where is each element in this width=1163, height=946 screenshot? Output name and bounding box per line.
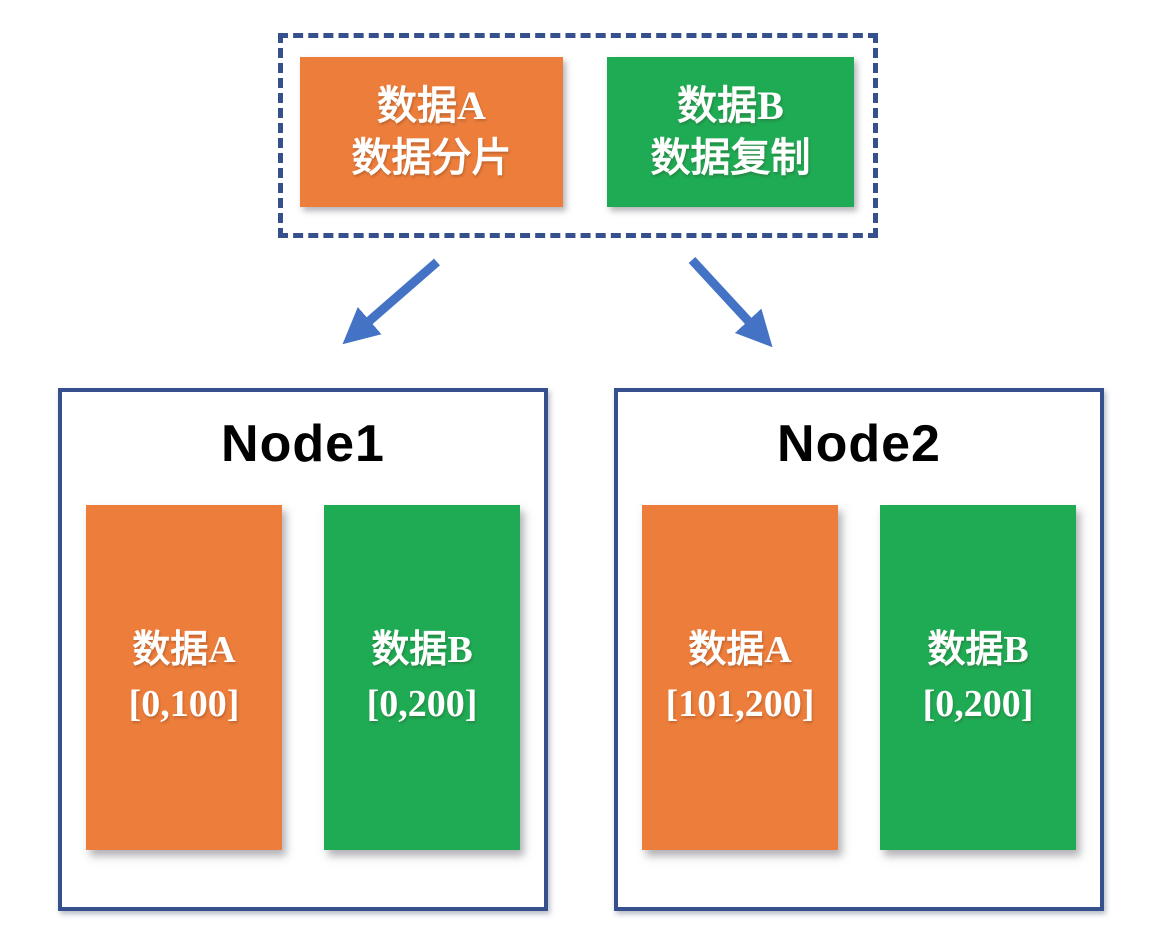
node2-data-a-block: 数据A [101,200] <box>642 505 838 850</box>
node1-container: Node1 数据A [0,100] 数据B [0,200] <box>58 388 548 911</box>
block-range: [0,200] <box>922 682 1034 725</box>
node2-container: Node2 数据A [101,200] 数据B [0,200] <box>614 388 1104 911</box>
data-b-label: 数据B <box>677 83 784 128</box>
data-replication-label: 数据复制 <box>650 135 811 180</box>
node2-title: Node2 <box>777 415 941 473</box>
node2-blocks: 数据A [101,200] 数据B [0,200] <box>618 505 1100 850</box>
node1-data-b-block: 数据B [0,200] <box>324 505 520 850</box>
data-sharding-label: 数据分片 <box>351 135 512 180</box>
block-name: 数据B <box>371 629 473 672</box>
block-name: 数据A <box>688 629 792 672</box>
data-a-label: 数据A <box>377 83 486 128</box>
down-right-arrow-icon <box>688 256 773 348</box>
down-left-arrow-icon <box>342 258 440 345</box>
node2-data-b-block: 数据B [0,200] <box>880 505 1076 850</box>
node1-blocks: 数据A [0,100] 数据B [0,200] <box>62 505 544 850</box>
block-range: [0,100] <box>128 682 240 725</box>
block-name: 数据A <box>132 629 236 672</box>
source-data-group: 数据A 数据分片 数据B 数据复制 <box>278 33 878 238</box>
block-range: [101,200] <box>665 682 815 725</box>
node1-data-a-block: 数据A [0,100] <box>86 505 282 850</box>
node1-title: Node1 <box>221 415 385 473</box>
block-name: 数据B <box>927 629 1029 672</box>
data-a-sharding-box: 数据A 数据分片 <box>300 57 563 207</box>
block-range: [0,200] <box>366 682 478 725</box>
data-b-replication-box: 数据B 数据复制 <box>607 57 854 207</box>
